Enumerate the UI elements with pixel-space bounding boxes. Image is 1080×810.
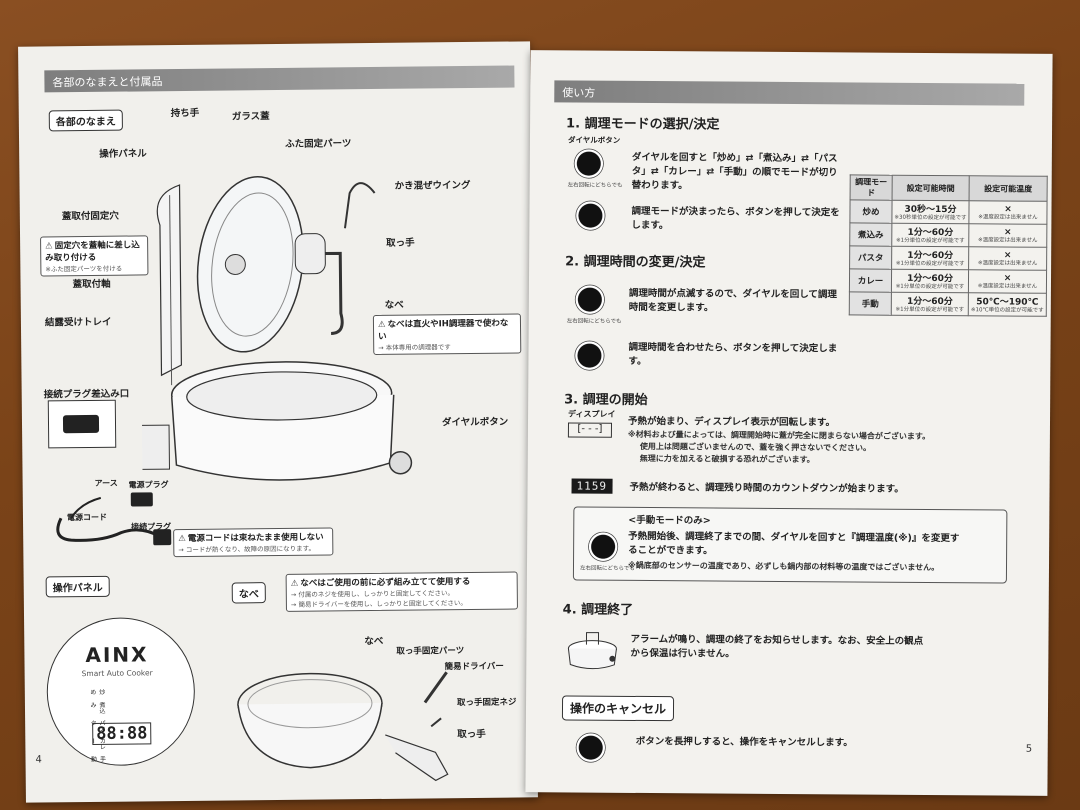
assembly-warning: ⚠なべはご使用の前に必ず組み立てて使用する → 付属のネジを使用し、しっかりと固… (285, 571, 518, 612)
label-handle-top: 持ち手 (170, 107, 200, 120)
step2-text1: 調理時間が点滅するので、ダイヤルを回して調理時間を変更します。 (628, 287, 837, 314)
display-countdown: 1159 (571, 478, 613, 494)
page-number-left: 4 (35, 754, 42, 766)
pot-section-label: なべ (231, 582, 266, 604)
manual-note: ※鍋底部のセンサーの温度であり、必ずしも鍋内部の材料等の温度ではございません。 (627, 560, 940, 573)
brand-subtitle: Smart Auto Cooker (81, 668, 153, 679)
label-lid-shaft: 蓋取付軸 (72, 278, 111, 291)
label-power-cord: 電源コード (66, 512, 108, 523)
power-cord-illustration (56, 492, 172, 546)
label-control-panel: 操作パネル (99, 148, 147, 160)
table-row: 手動 1分〜60分※1分単位の設定が可能です 50℃〜190℃※10℃単位の設定… (849, 291, 1047, 317)
section-title-parts: 各部のなまえと付属品 (44, 65, 515, 93)
table-row: 煮込み 1分〜60分※1分単位の設定が可能です ×※温度設定は出来ません (849, 222, 1047, 248)
panel-label: 操作パネル (45, 575, 110, 598)
label-pot-2: なべ (364, 635, 384, 648)
dial-icon (574, 284, 605, 315)
step4-title: 4. 調理終了 (562, 602, 634, 618)
step2-title: 2. 調理時間の変更/決定 (565, 254, 706, 271)
manual-text: 予熱開始後、調理終了までの間、ダイヤルを回すと『調理温度(※)』を変更することが… (628, 530, 960, 557)
table-row: カレー 1分〜60分※1分単位の設定が可能です ×※温度設定は出来ません (849, 268, 1047, 294)
dial-press-icon (575, 200, 606, 231)
control-panel-illustration: AINX Smart Auto Cooker 炒め 煮込み パスタ カレー 手動… (46, 616, 196, 767)
label-driver: 簡易ドライバー (444, 661, 504, 673)
warning-icon: ⚠ (290, 578, 299, 589)
pot-assembly-illustration (237, 671, 449, 782)
display-rotating: [- - -] (567, 422, 612, 438)
page-number-right: 5 (1025, 743, 1033, 755)
label-power-plug: 電源プラグ (128, 480, 169, 490)
dial-icon (588, 531, 619, 562)
step3-note3: 無理に力を加えると破損する恐れがございます。 (639, 453, 815, 465)
display-label: ディスプレイ (568, 409, 616, 419)
step2-text2: 調理時間を合わせたら、ボタンを押して決定します。 (628, 341, 838, 368)
label-earth: アース (94, 478, 118, 488)
section-title-usage: 使い方 (554, 80, 1025, 106)
brand-logo: AINX (85, 642, 149, 668)
dial-press-icon (575, 732, 606, 763)
panel-display: 88:88 (92, 722, 152, 745)
cooker-illustration (138, 176, 413, 481)
table-header-row: 調理モード 設定可能時間 設定可能温度 (850, 174, 1048, 202)
warning-icon: ⚠ (178, 533, 186, 545)
step1-text1: ダイヤルを回すと「炒め」⇄「煮込み」⇄「パスタ」⇄「カレー」⇄「手動」の順でモー… (631, 151, 838, 192)
label-tray: 結露受けトレイ (44, 316, 112, 329)
table-row: パスタ 1分〜60分※1分単位の設定が可能です ×※温度設定は出来ません (849, 245, 1047, 271)
cancel-text: ボタンを長押しすると、操作をキャンセルします。 (635, 735, 853, 749)
label-conn-plug: 接続プラグ (131, 522, 172, 532)
step4-text: アラームが鳴り、調理の終了をお知らせします。なお、安全上の観点から保温は行いませ… (630, 633, 924, 660)
label-stir-wing: かき混ぜウイング (394, 179, 471, 192)
label-handle-2: 取っ手 (457, 728, 486, 741)
dial-icon (573, 148, 604, 179)
label-lid-hole: 蓋取付固定穴 (61, 210, 119, 223)
warning-icon: ⚠ (45, 241, 53, 252)
label-glass-lid: ガラス蓋 (231, 111, 270, 123)
label-handle-fix-part: 取っ手固定パーツ (396, 646, 465, 657)
manual-title: <手動モードのみ> (628, 514, 711, 527)
step1-text2: 調理モードが決まったら、ボタンを押して決定をします。 (631, 205, 840, 232)
label-dial-button: ダイヤルボタン (441, 416, 509, 429)
label-plug-slot: 接続プラグ差込み口 (43, 388, 130, 401)
step3-text2: 予熱が終わると、調理残り時間のカウントダウンが始まります。 (629, 481, 904, 495)
dial-caption: 左右回転にどちらでも (566, 318, 622, 325)
dial-caption: 左右回転にどちらでも (579, 565, 635, 572)
dial-caption: 左右回転にどちらでも (567, 182, 623, 189)
label-lid-fix-part: ふた固定パーツ (285, 138, 352, 150)
lid-warning: ⚠固定穴を蓋軸に差し込み取り付ける ※ふた固定パーツを付ける (40, 235, 149, 277)
plug-slot-illustration (47, 399, 117, 449)
step1-title: 1. 調理モードの選択/決定 (566, 116, 720, 133)
dial-press-icon (574, 340, 605, 371)
cord-warning: ⚠電源コードは束ねたまま使用しない → コードが熱くなり、故障の原因になります。 (173, 527, 334, 558)
warning-icon: ⚠ (377, 319, 386, 330)
pot-warning: ⚠なべは直火やIH調理器で使わない → 本体専用の調理器です (372, 313, 522, 355)
dial-label: ダイヤルボタン (567, 135, 621, 145)
label-pot: なべ (384, 299, 404, 311)
step3-title: 3. 調理の開始 (564, 392, 648, 409)
left-page: 各部のなまえと付属品 各部のなまえ 持ち手 ガラス蓋 操作パネル ふた固定パーツ… (18, 41, 538, 803)
mode-settings-table: 調理モード 設定可能時間 設定可能温度 炒め 30秒〜15分※30秒単位の設定が… (849, 174, 1048, 317)
parts-names-label: 各部のなまえ (48, 109, 123, 132)
cancel-title: 操作のキャンセル (561, 695, 675, 722)
right-page: 使い方 1. 調理モードの選択/決定 ダイヤルボタン 左右回転にどちらでも ダイ… (525, 50, 1053, 796)
table-row: 炒め 30秒〜15分※30秒単位の設定が可能です ×※温度設定は出来ません (849, 199, 1047, 225)
label-handle-screw: 取っ手固定ネジ (456, 697, 517, 709)
cooker-icon (567, 632, 617, 670)
manual-mode-box: <手動モードのみ> 左右回転にどちらでも 予熱開始後、調理終了までの間、ダイヤル… (572, 506, 1008, 584)
label-handle: 取っ手 (386, 237, 415, 249)
